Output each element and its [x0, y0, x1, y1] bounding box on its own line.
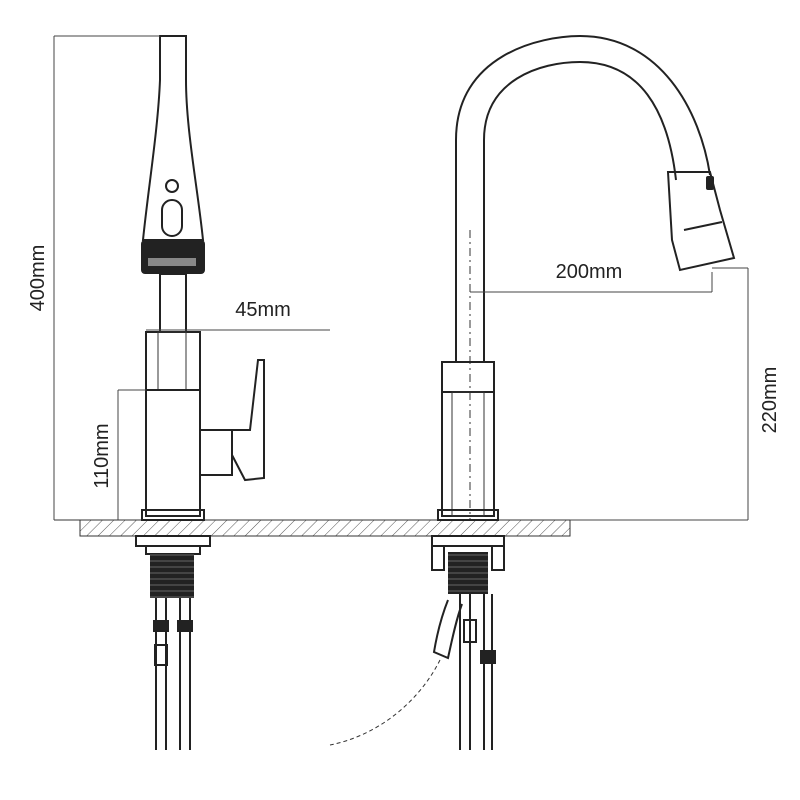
- spray-nozzle: [141, 240, 205, 274]
- total-height-label: 400mm: [27, 245, 49, 312]
- faucet-side-view: [135, 35, 265, 750]
- lever-handle: [199, 359, 265, 482]
- dimension-reach: 200mm: [470, 261, 713, 293]
- hose: [159, 273, 187, 333]
- dimension-spout-width: 45mm: [146, 299, 330, 331]
- spout-width-label: 45mm: [235, 299, 291, 321]
- spray-button-large-icon: [161, 199, 183, 237]
- body-height-label: 110mm: [91, 423, 113, 488]
- neck: [145, 331, 201, 391]
- spray-head: [141, 35, 205, 241]
- dimension-total-height: 400mm: [27, 35, 160, 520]
- front-faucet-body: [441, 391, 495, 517]
- dimension-body-height: 110mm: [91, 389, 146, 520]
- spout-clearance-label: 220mm: [759, 367, 781, 434]
- mounting-thread: [150, 554, 194, 598]
- faucet-front-view: [329, 34, 736, 750]
- reach-label: 200mm: [556, 261, 623, 283]
- spray-button-small-icon: [165, 179, 179, 193]
- dimension-spout-clearance: 220mm: [570, 267, 781, 521]
- faucet-body: [145, 389, 201, 517]
- gooseneck-spout: [455, 34, 711, 362]
- countertop: [54, 519, 571, 537]
- front-spray-head: [666, 171, 736, 272]
